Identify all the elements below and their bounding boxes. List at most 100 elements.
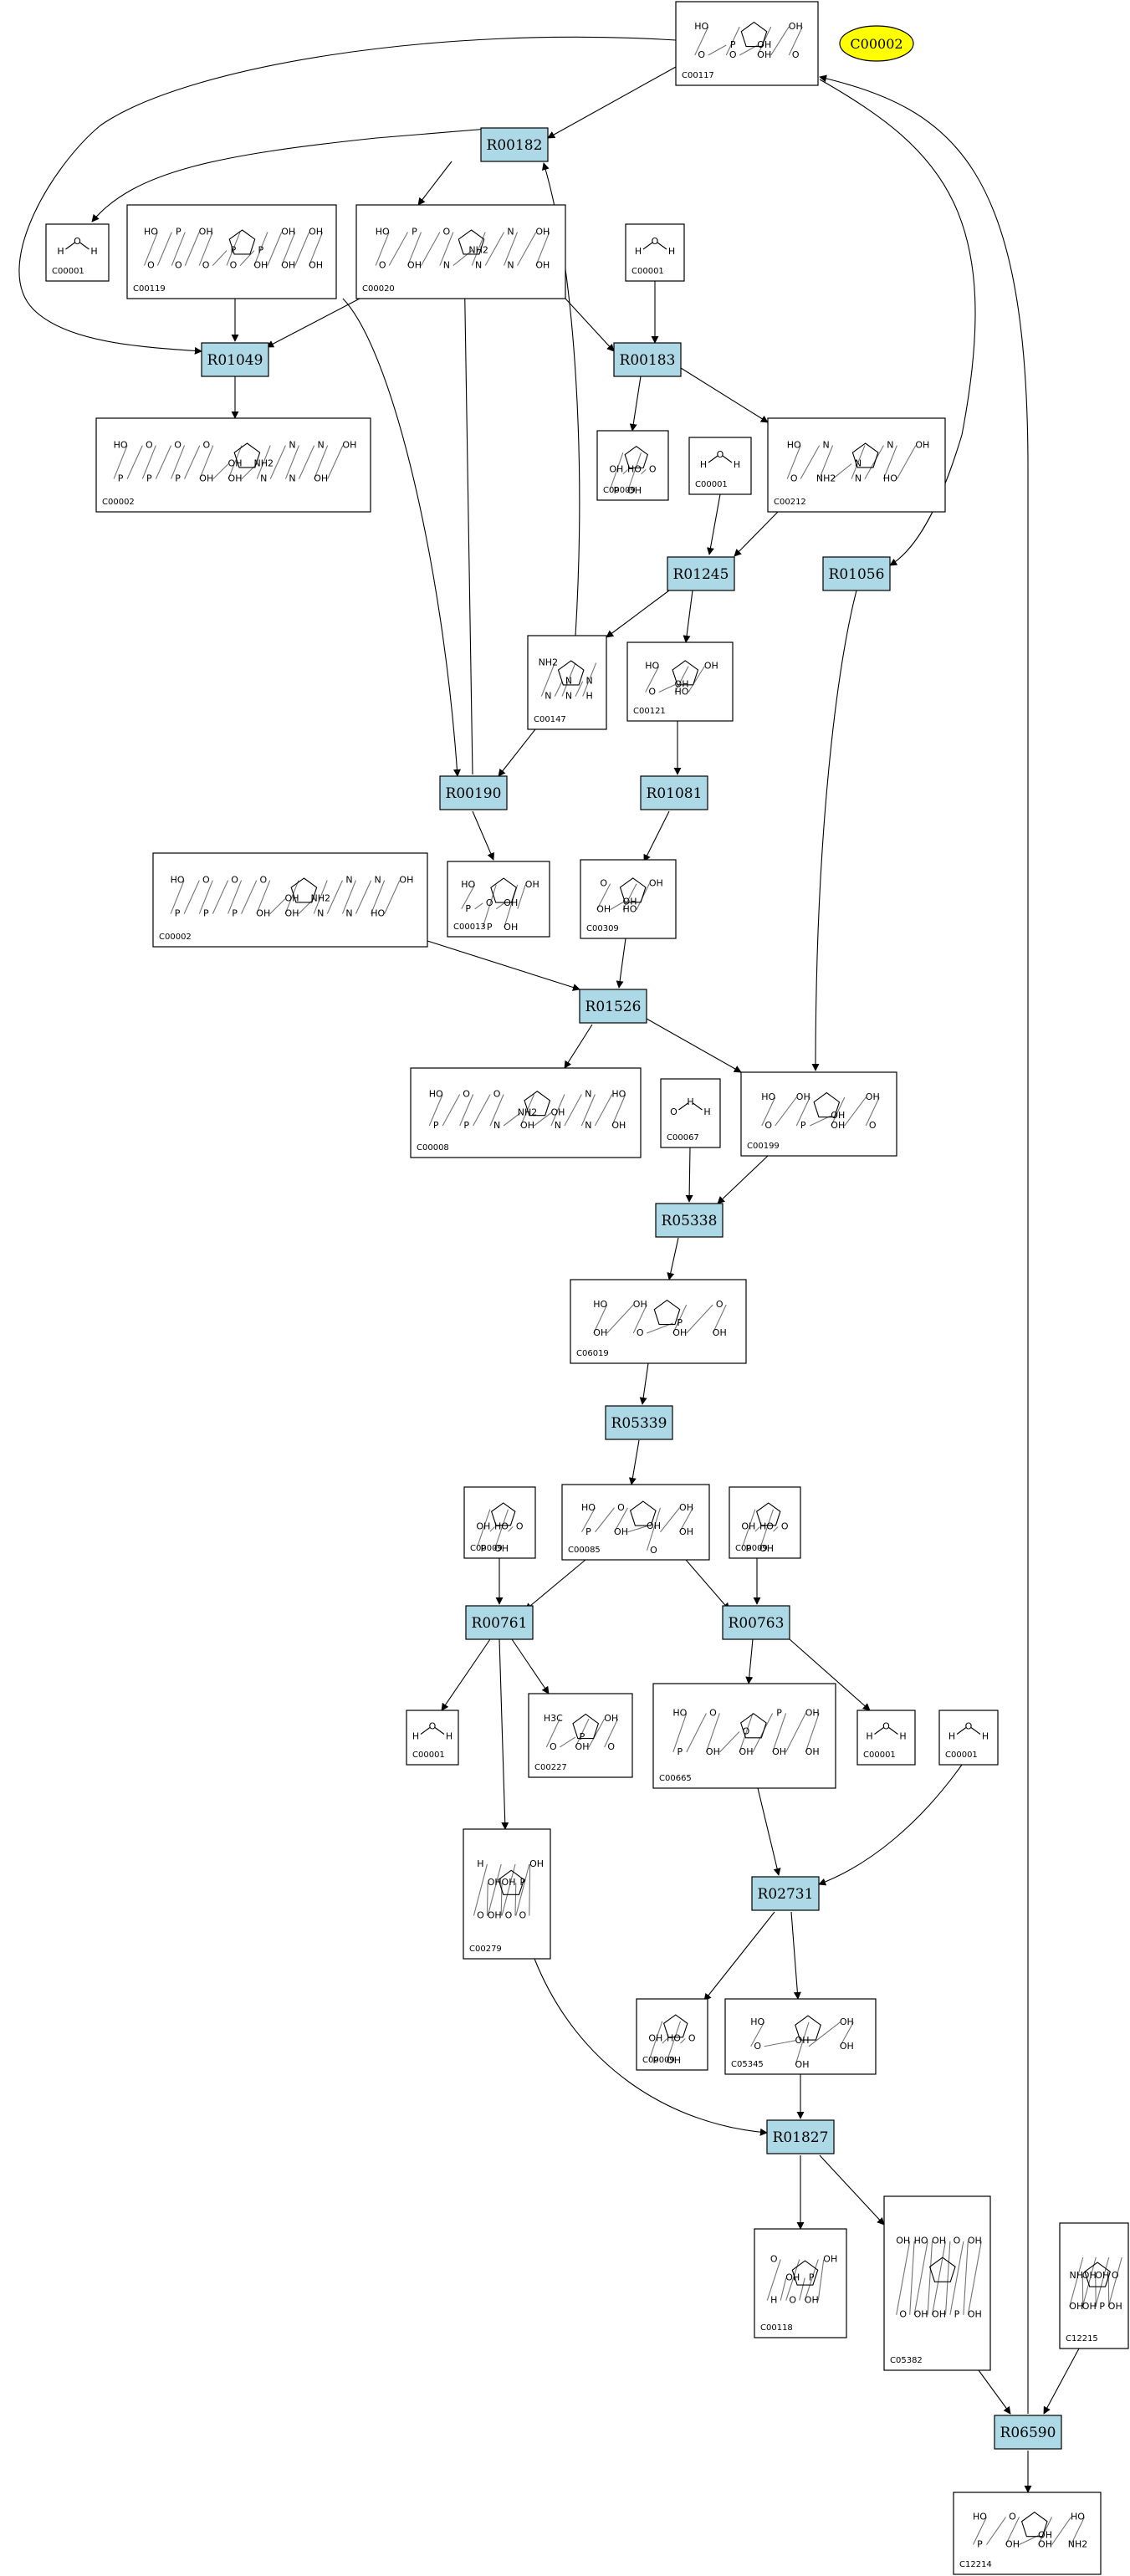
atom-label: H [982, 1731, 989, 1742]
edge-arrow [639, 1362, 649, 1405]
bond [588, 1718, 606, 1748]
atom-label: OH [915, 440, 929, 451]
compound-label: C00009 [642, 2056, 675, 2065]
ring [490, 877, 517, 903]
bond [795, 1096, 810, 1127]
atom-label: H [734, 459, 740, 470]
bond [693, 1102, 703, 1111]
edge-arrow [819, 79, 976, 566]
bond [770, 26, 790, 56]
bond [1095, 2257, 1110, 2308]
reaction-r05338[interactable]: R05338 [655, 1203, 724, 1238]
bond [956, 1727, 967, 1735]
atom-label: OH [525, 879, 539, 890]
reaction-r01827[interactable]: R01827 [766, 2119, 835, 2154]
bond [473, 1094, 491, 1127]
bond [519, 1094, 535, 1127]
reaction-box [480, 127, 549, 162]
bond [647, 1322, 673, 1334]
compound-label: C00001 [52, 267, 84, 276]
compound-box [596, 430, 669, 501]
bond [593, 1304, 608, 1334]
reaction-box [655, 1203, 724, 1238]
edge-arrow [564, 1024, 593, 1069]
atom-label: OH [596, 904, 611, 915]
reaction-r02731[interactable]: R02731 [751, 1876, 820, 1911]
bond [459, 1094, 474, 1127]
highlight-node[interactable]: C00002 [839, 25, 914, 62]
edge-arrow [667, 1237, 679, 1280]
structure-h2o_1: HOH [57, 236, 97, 257]
compound-h2o_1[interactable]: HOH C00001 [45, 223, 110, 282]
reaction-r00190[interactable]: R00190 [439, 775, 508, 810]
reaction-r00761[interactable]: R00761 [465, 1605, 534, 1640]
atom-label: OH [342, 440, 356, 451]
atom-label: N [855, 473, 862, 484]
reaction-box [465, 1605, 534, 1640]
reaction-label: R01049 [207, 352, 263, 369]
ring [290, 877, 318, 903]
bond [754, 1526, 760, 1532]
bond [645, 666, 660, 693]
bond [610, 902, 624, 911]
reaction-r00763[interactable]: R00763 [722, 1605, 790, 1640]
bond [482, 884, 497, 928]
reaction-r01526[interactable]: R01526 [579, 989, 647, 1024]
atom-label: H [90, 246, 97, 257]
atom-label: HO [883, 473, 897, 484]
reaction-r00182[interactable]: R00182 [480, 127, 549, 162]
reaction-r06590[interactable]: R06590 [994, 2415, 1062, 2450]
reaction-r01049[interactable]: R01049 [201, 342, 269, 377]
reaction-r01056[interactable]: R01056 [822, 556, 891, 591]
bond [949, 2241, 964, 2315]
edge-arrow [643, 810, 670, 862]
atom-label: P [653, 2055, 659, 2066]
bond [515, 1863, 530, 1916]
atom-label: P [677, 1317, 683, 1328]
reaction-r01081[interactable]: R01081 [640, 775, 708, 810]
reaction-r00183[interactable]: R00183 [613, 342, 682, 377]
bond [313, 880, 328, 914]
atom-label: OH [609, 464, 623, 475]
reaction-r05339[interactable]: R05339 [605, 1405, 673, 1440]
reaction-r01245[interactable]: R01245 [667, 556, 735, 591]
bond [686, 1304, 713, 1334]
atom-label: O [230, 260, 238, 271]
bond [474, 902, 483, 910]
